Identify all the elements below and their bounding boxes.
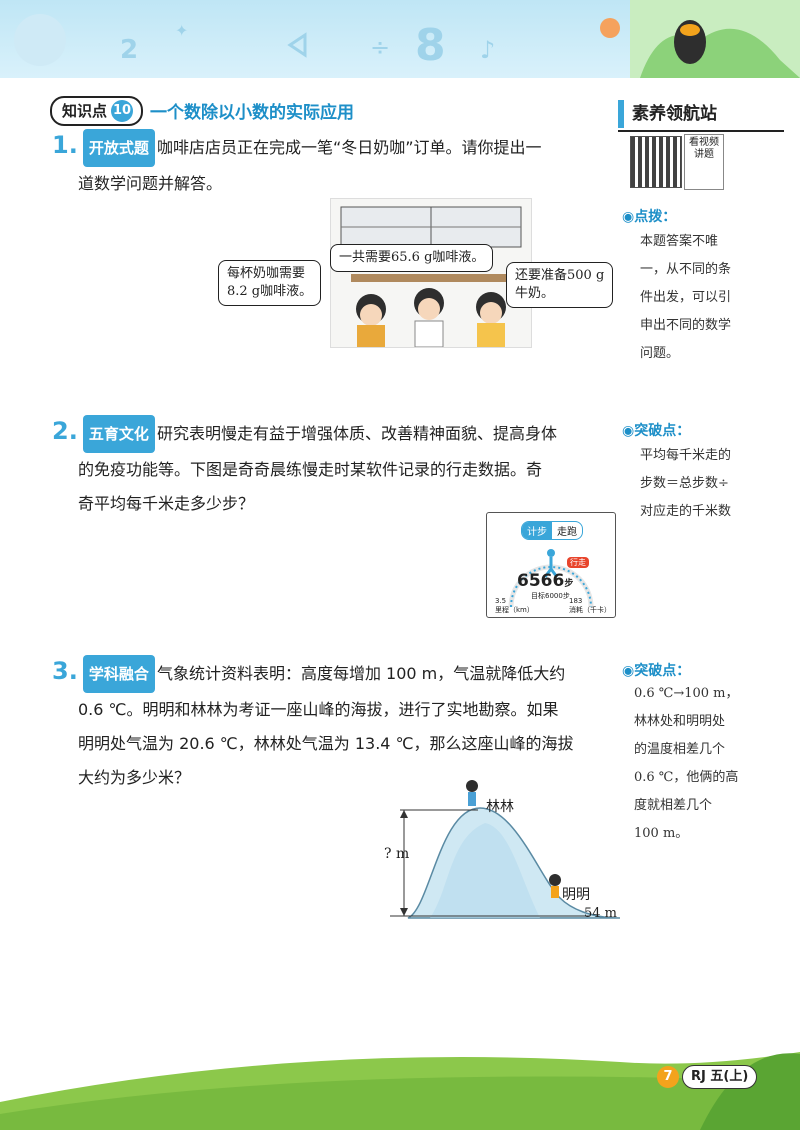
- svg-text:♪: ♪: [480, 36, 495, 64]
- question-number: 3.: [52, 657, 78, 685]
- speech-bubble-right: 还要准备500 g 牛奶。: [506, 262, 614, 308]
- tip1-body: 本题答案不唯 一，从不同的条 件出发，可以引 申出不同的数学 问题。: [640, 228, 780, 368]
- tip2-line: 对应走的千米数: [640, 504, 732, 519]
- question-number: 2.: [52, 417, 78, 445]
- cafe-scene: [340, 206, 522, 348]
- target-icon: ◉: [622, 663, 635, 679]
- sidebar-header: 素养领航站: [618, 102, 784, 132]
- tip3-line: 林林处和明明处: [634, 714, 726, 729]
- calorie-label: 消耗（千卡）: [569, 606, 611, 614]
- tip3-line: 0.6 ℃，他俩的高: [634, 770, 739, 785]
- mountain-diagram: [390, 780, 621, 919]
- question-tag: 五育文化: [82, 415, 155, 453]
- qr-video-label[interactable]: 看视频讲题: [684, 134, 724, 190]
- svg-text:8: 8: [415, 20, 446, 71]
- calorie-value: 183: [569, 597, 583, 605]
- speech-bubble-left: 每杯奶咖需要 8.2 g咖啡液。: [218, 260, 322, 306]
- cafe-illustration: [330, 198, 532, 348]
- tip3-line: 100 m。: [634, 826, 689, 841]
- distance-stat: 3.5 里程（km）: [495, 597, 534, 615]
- label-linlin: 林林: [486, 799, 514, 815]
- step-counter-card: 计步 走跑 行走 6566步 目标6000步 3.5 里程（km） 183 消耗…: [486, 512, 616, 618]
- tip3-heading: ◉突破点：: [622, 663, 691, 679]
- label-base: 54 m: [584, 906, 618, 921]
- top-banner: 2 ✦ ÷ 8 ♪: [0, 0, 800, 78]
- knowledge-point-tag: 知识点 10: [50, 96, 144, 126]
- bottom-hill-decoration: [0, 1052, 800, 1130]
- question-tag: 开放式题: [82, 129, 155, 167]
- tip3-body: 0.6 ℃→100 m， 林林处和明明处 的温度相差几个 0.6 ℃，他俩的高 …: [634, 680, 784, 848]
- question-text: 研究表明慢走有益于增强体质、改善精神面貌、提高身体: [156, 424, 557, 443]
- tip3-line: 度就相差几个: [634, 798, 713, 813]
- grade-label: RJ 五(上): [682, 1065, 758, 1089]
- question-number: 1.: [52, 131, 78, 159]
- mountain-illustration: 林林 明明 ? m 54 m: [384, 768, 621, 928]
- tip1-line: 申出不同的数学: [640, 318, 732, 333]
- tip2-heading: ◉突破点：: [622, 423, 691, 439]
- speech-bubble-middle: 一共需要65.6 g咖啡液。: [330, 244, 494, 272]
- bubble-line: 还要准备500 g: [515, 268, 605, 283]
- svg-text:✦: ✦: [175, 21, 188, 40]
- tab-steps[interactable]: 计步: [522, 522, 552, 539]
- target-icon: ◉: [622, 423, 635, 439]
- tip1-line: 问题。: [640, 346, 680, 361]
- step-unit: 步: [564, 579, 574, 589]
- bubble-line: 8.2 g咖啡液。: [227, 284, 313, 299]
- label-height: ? m: [384, 846, 410, 862]
- knowledge-point-label: 知识点: [62, 102, 108, 120]
- distance-value: 3.5: [495, 597, 507, 605]
- tip3-line: 0.6 ℃→100 m，: [634, 686, 739, 701]
- tip2-body: 平均每千米走的 步数＝总步数÷ 对应走的千米数: [640, 442, 780, 526]
- question-text: 明明处气温为 20.6 ℃，林林处气温为 13.4 ℃，那么这座山峰的海拔: [78, 734, 574, 753]
- svg-text:2: 2: [120, 35, 138, 65]
- step-goal: 目标6000步: [531, 592, 570, 600]
- question-text: 0.6 ℃。明明和林林为考证一座山峰的海拔，进行了实地勘察。如果: [78, 700, 559, 719]
- bubble-line: 每杯奶咖需要: [227, 266, 306, 281]
- question-text: 奇平均每千米走多少步？: [78, 494, 255, 513]
- lightbulb-icon: ◉: [622, 209, 635, 225]
- progress-arc: [508, 549, 594, 608]
- question-text: 气象统计资料表明：高度每增加 100 m，气温就降低大约: [156, 664, 566, 683]
- label-mingming: 明明: [562, 887, 590, 903]
- question-text: 大约为多少米？: [78, 768, 191, 787]
- bubble-line: 牛奶。: [515, 286, 555, 301]
- tip1-line: 件出发，可以引: [640, 290, 732, 305]
- question-2: 2. 五育文化研究表明慢走有益于增强体质、改善精神面貌、提高身体 的免疫功能等。…: [52, 414, 622, 521]
- knowledge-point-title: 一个数除以小数的实际应用: [150, 103, 354, 123]
- question-text: 道数学问题并解答。: [78, 174, 223, 193]
- question-text: 咖啡店店员正在完成一笔“冬日奶咖”订单。请你提出一: [156, 138, 542, 157]
- tip2-line: 平均每千米走的: [640, 448, 732, 463]
- tip1-line: 本题答案不唯: [640, 234, 719, 249]
- step-value: 6566: [517, 571, 565, 591]
- question-1: 1. 开放式题咖啡店店员正在完成一笔“冬日奶咖”订单。请你提出一 道数学问题并解…: [52, 128, 612, 201]
- question-tag: 学科融合: [82, 655, 155, 693]
- banner-decoration: 2 ✦ ÷ 8 ♪: [14, 0, 800, 78]
- tab-run[interactable]: 走跑: [557, 527, 577, 538]
- qr-code-icon[interactable]: [630, 136, 682, 188]
- page-number: 7: [657, 1066, 679, 1088]
- tip2-line: 步数＝总步数÷: [640, 476, 729, 491]
- step-count: 6566步: [517, 571, 573, 591]
- tip3-line: 的温度相差几个: [634, 742, 726, 757]
- question-3: 3. 学科融合气象统计资料表明：高度每增加 100 m，气温就降低大约 0.6 …: [52, 654, 622, 795]
- question-text: 的免疫功能等。下图是奇奇晨练慢走时某软件记录的行走数据。奇: [78, 460, 543, 479]
- tip1-heading: ◉点拨：: [622, 209, 677, 225]
- knowledge-point-number: 10: [111, 100, 134, 122]
- tip1-line: 一，从不同的条: [640, 262, 732, 277]
- svg-text:÷: ÷: [370, 33, 390, 61]
- distance-label: 里程（km）: [495, 606, 534, 614]
- calorie-stat: 183 消耗（千卡）: [569, 597, 611, 615]
- sidebar-accent-bar: [618, 100, 624, 128]
- card-tabs: 计步 走跑: [521, 521, 583, 540]
- walking-badge: 行走: [567, 557, 589, 568]
